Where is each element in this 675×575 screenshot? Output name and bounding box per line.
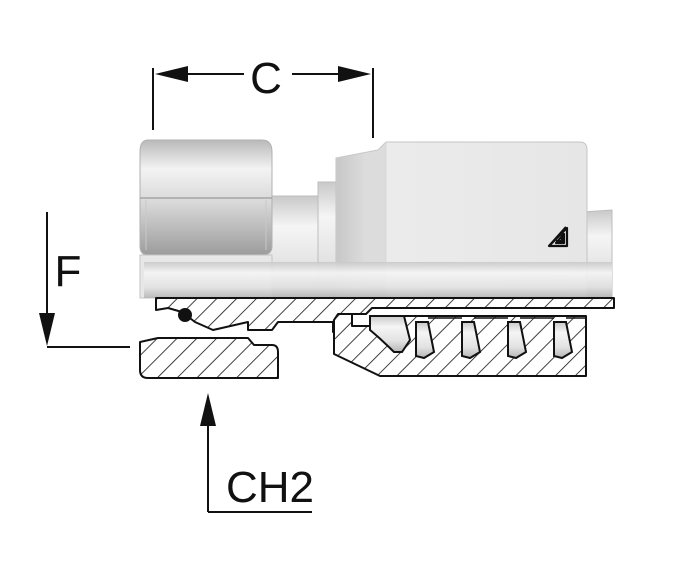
bore-shaft: [144, 262, 612, 298]
dimension-ch2: [200, 393, 312, 513]
cross-section: [139, 297, 615, 379]
brand-triangle-icon: [547, 226, 569, 248]
dimension-f-label: F: [55, 247, 82, 296]
nut-section: [139, 337, 279, 379]
o-ring: [178, 308, 192, 322]
ferrule-sleeve: [335, 141, 588, 299]
ferrule-shade-band: [336, 142, 386, 298]
dimension-c: [152, 66, 374, 138]
ferrule-teeth: [369, 315, 574, 360]
dimension-c-label: C: [250, 54, 282, 103]
dimension-f: [39, 212, 130, 348]
fitting-exterior: [139, 139, 613, 299]
dimension-ch2-label: CH2: [226, 463, 314, 512]
